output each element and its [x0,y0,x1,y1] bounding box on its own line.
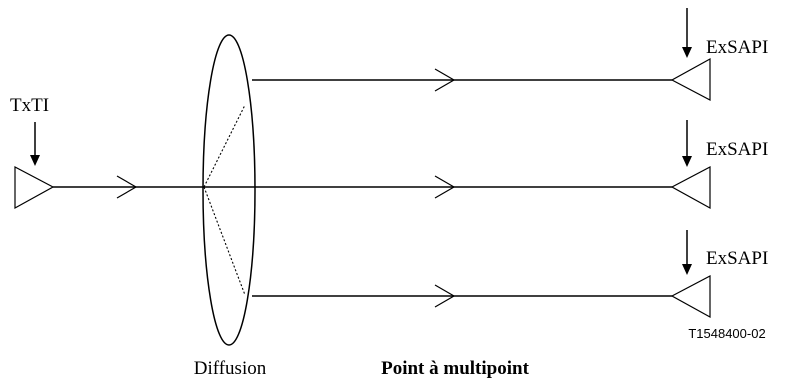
source-label: TxTI [10,95,49,116]
broadcast-ellipse [202,34,256,346]
output-chevron-2 [434,175,456,199]
sink-triangle-2 [670,166,711,210]
sink-down-arrow-1 [682,8,692,58]
fan-dotted-line-top [203,104,246,188]
fan-dotted-line-bottom [203,186,246,296]
sink-label-3: ExSAPI [706,248,768,269]
sink-triangle-1 [670,57,711,101]
output-chevron-3 [434,284,456,308]
source-triangle [14,166,55,210]
source-down-arrow [30,122,40,166]
diagram-caption: Point à multipoint [381,358,529,379]
sink-triangle-3 [670,275,711,319]
sink-label-2: ExSAPI [706,139,768,160]
broadcast-label: Diffusion [194,358,267,379]
sink-down-arrow-2 [682,120,692,167]
input-chevron [116,175,138,199]
figure-id: T1548400-02 [688,326,765,341]
sink-down-arrow-3 [682,230,692,275]
sink-label-1: ExSAPI [706,37,768,58]
output-chevron-1 [434,68,456,92]
